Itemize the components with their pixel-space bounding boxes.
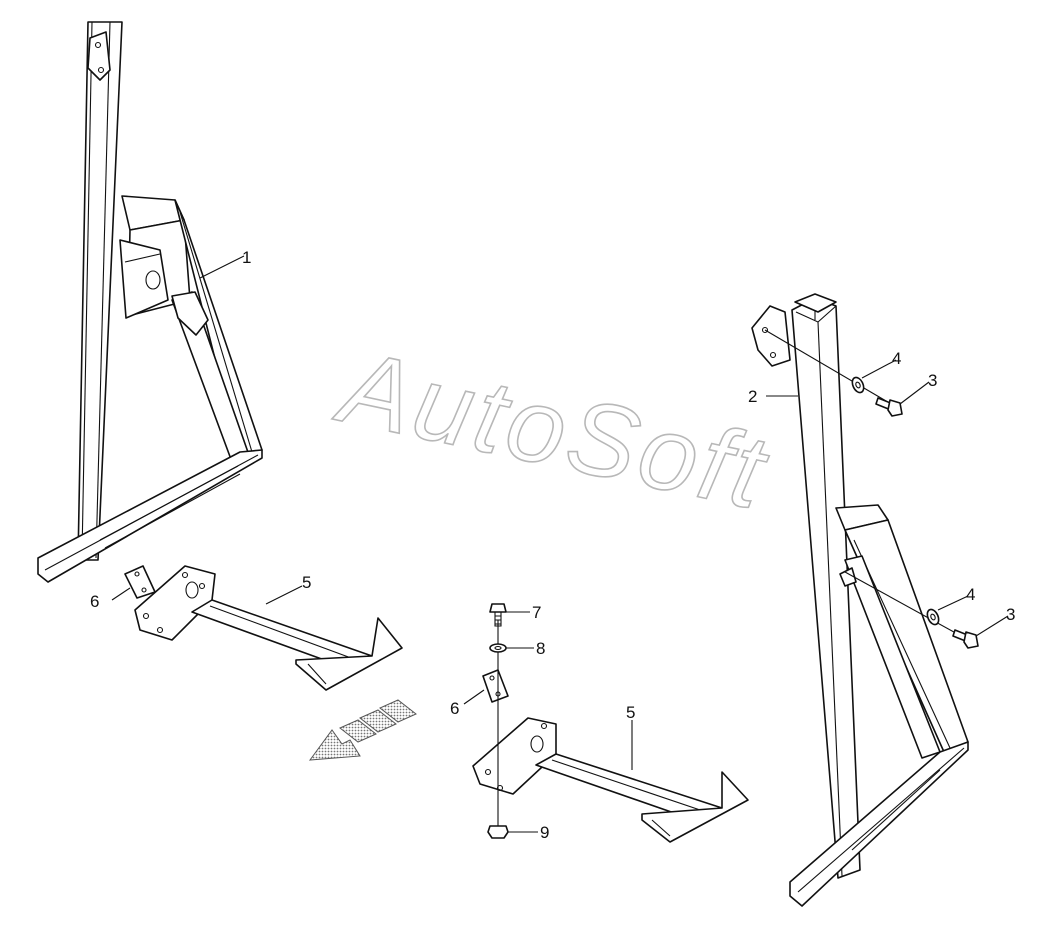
callout-1: 1: [242, 248, 251, 267]
callout-2: 2: [748, 387, 757, 406]
callout-7: 7: [532, 603, 541, 622]
lower-assembly-line: [844, 571, 973, 643]
washer-8: [489, 643, 507, 653]
foot-left: [134, 565, 403, 691]
direction-arrow: [308, 699, 417, 761]
watermark-text: AutoSoft: [326, 328, 778, 532]
callout-5-left: 5: [302, 573, 311, 592]
callout-4-upper: 4: [892, 349, 901, 368]
callout-6-left: 6: [90, 592, 99, 611]
upper-assembly-line: [764, 329, 899, 409]
nut-9: [487, 825, 509, 839]
callout-6-right: 6: [450, 699, 459, 718]
plate-right: [482, 669, 509, 703]
callout-5-right: 5: [626, 703, 635, 722]
plate-left: [124, 565, 156, 599]
left-stand-frame: [37, 21, 263, 583]
bolt-lower: [952, 629, 979, 649]
foot-right: [472, 717, 749, 843]
washer-lower: [926, 608, 940, 626]
callout-9: 9: [540, 823, 549, 842]
washer-upper: [851, 376, 865, 394]
bolt-upper: [875, 397, 903, 417]
callout-3-lower: 3: [1006, 605, 1015, 624]
callout-1-leader: [199, 255, 245, 279]
callout-3-upper: 3: [928, 371, 937, 390]
callout-4-lower: 4: [966, 585, 975, 604]
callout-8: 8: [536, 639, 545, 658]
right-stand-frame: [751, 293, 969, 907]
